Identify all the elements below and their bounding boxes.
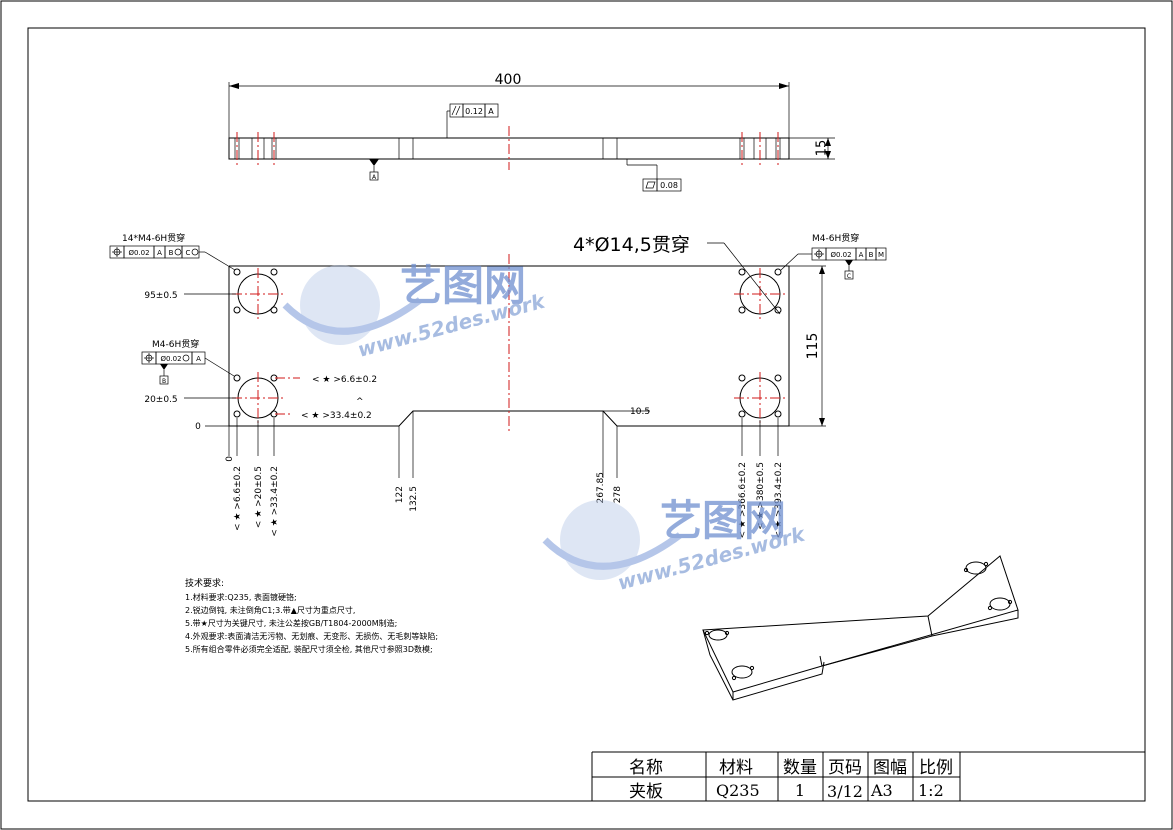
hole-callout-big: 4*Ø14,5贯穿 (573, 234, 690, 256)
plan-view: 95±0.5 20±0.5 0 115 10.5 < ★ >6.6±0.2 < … (109, 232, 887, 478)
tr-fcf-ref2: B (869, 251, 874, 259)
tl-fcf-ref2: B (169, 249, 174, 257)
tr-callout: M4-6H贯穿 (812, 232, 859, 244)
tb-header-name: 名称 (629, 758, 663, 778)
notes-title: 技术要求: (185, 577, 224, 589)
dim-115: 115 (805, 333, 821, 360)
tl-fcf-tol: Ø0.02 (128, 249, 149, 257)
tl-fcf-ref1: A (157, 249, 162, 257)
xdim-393-4: < ★ >393.4±0.2 (774, 462, 784, 539)
tr-fcf-ref3: M (878, 251, 884, 259)
ml-fcf-ref1: A (196, 355, 201, 363)
tb-value-name: 夹板 (629, 782, 663, 802)
xdim-6-6: < ★ >6.6±0.2 (233, 466, 243, 531)
dim-20: 20±0.5 (144, 395, 177, 405)
xdim-278: 278 (613, 486, 623, 503)
tr-fcf-ref1: A (859, 251, 864, 259)
notes-item: 4.外观要求:表面清洁无污物、无划痕、无变形、无损伤、无毛刺等缺陷; (185, 631, 438, 641)
dim-6-6: < ★ >6.6±0.2 (312, 375, 377, 385)
xdim-33-4: < ★ >33.4±0.2 (270, 466, 280, 537)
x-dimensions: 0 < ★ >6.6±0.2 < ★ >20±0.5 < ★ >33.4±0.2… (225, 456, 784, 539)
dim-thickness: 15 (815, 140, 830, 157)
tb-value-size: A3 (870, 781, 893, 800)
parallelism-tol: 0.12 (465, 107, 483, 116)
tb-header-scale: 比例 (919, 758, 953, 778)
notes-item: 2.锐边倒钝, 未注倒角C1;3.带▲尺寸为重点尺寸, (185, 605, 355, 615)
tb-value-page: 3/12 (827, 782, 863, 801)
tr-fcf-tol: Ø0.02 (830, 251, 851, 259)
inner-frame (27, 27, 1146, 802)
tl-callout: 14*M4-6H贯穿 (122, 232, 185, 244)
xdim-122: 122 (395, 486, 405, 503)
ml-datum: B (162, 378, 166, 385)
title-block: 名称 材料 数量 页码 图幅 比例 夹板 Q235 1 3/12 A3 1:2 (591, 751, 1145, 802)
datum-a-label: A (372, 174, 377, 181)
dim-33-4: < ★ >33.4±0.2 (301, 411, 372, 421)
tl-fcf-ref3: C (186, 249, 191, 257)
isometric-view (702, 555, 1019, 701)
watermark-brand-1: 艺图网 (400, 261, 526, 310)
notes-item: 5.所有组合零件必须完全适配, 装配尺寸须全检, 其他尺寸参照3D数模; (185, 644, 433, 654)
watermark-2: 艺图网 www.52des.work (542, 496, 809, 595)
tb-value-scale: 1:2 (918, 781, 944, 800)
dim-overall-length: 400 (495, 72, 522, 88)
tb-header-material: 材料 (719, 758, 753, 778)
xdim-380: < ★ >380±0.5 (756, 462, 766, 530)
xdim-20: < ★ >20±0.5 (254, 466, 264, 528)
notes-item: 5.带★尺寸为关键尺寸, 未注公差按GB/T1804-2000M制造; (185, 618, 397, 628)
xdim-267-85: 267.85 (596, 472, 606, 504)
tb-header-size: 图幅 (873, 758, 907, 778)
xdim-0: 0 (225, 456, 235, 462)
xdim-366-6: < ★ >366.6±0.2 (738, 462, 748, 539)
parallelism-ref: A (488, 107, 494, 116)
m4-holes (233, 268, 782, 418)
xdim-132-5: 132.5 (409, 486, 419, 512)
notes-item: 1.材料要求:Q235, 表面镀硬铬; (185, 592, 297, 602)
watermark-brand-2: 艺图网 (660, 496, 786, 545)
technical-notes: 技术要求: 1.材料要求:Q235, 表面镀硬铬; 2.锐边倒钝, 未注倒角C1… (185, 577, 438, 654)
side-view: 400 15 (228, 72, 835, 192)
dim-caret: ^ (356, 397, 364, 407)
dim-0-left: 0 (195, 422, 201, 432)
dim-10-5: 10.5 (630, 407, 650, 417)
tr-datum: C (847, 273, 851, 280)
flatness-tol: 0.08 (660, 181, 678, 190)
ml-callout: M4-6H贯穿 (152, 338, 199, 350)
tb-header-page: 页码 (828, 758, 862, 778)
ml-fcf-tol: Ø0.02 (160, 355, 181, 363)
dim-95: 95±0.5 (144, 291, 177, 301)
tb-value-material: Q235 (716, 781, 760, 800)
tb-value-quantity: 1 (795, 781, 805, 800)
tb-header-quantity: 数量 (783, 758, 817, 778)
